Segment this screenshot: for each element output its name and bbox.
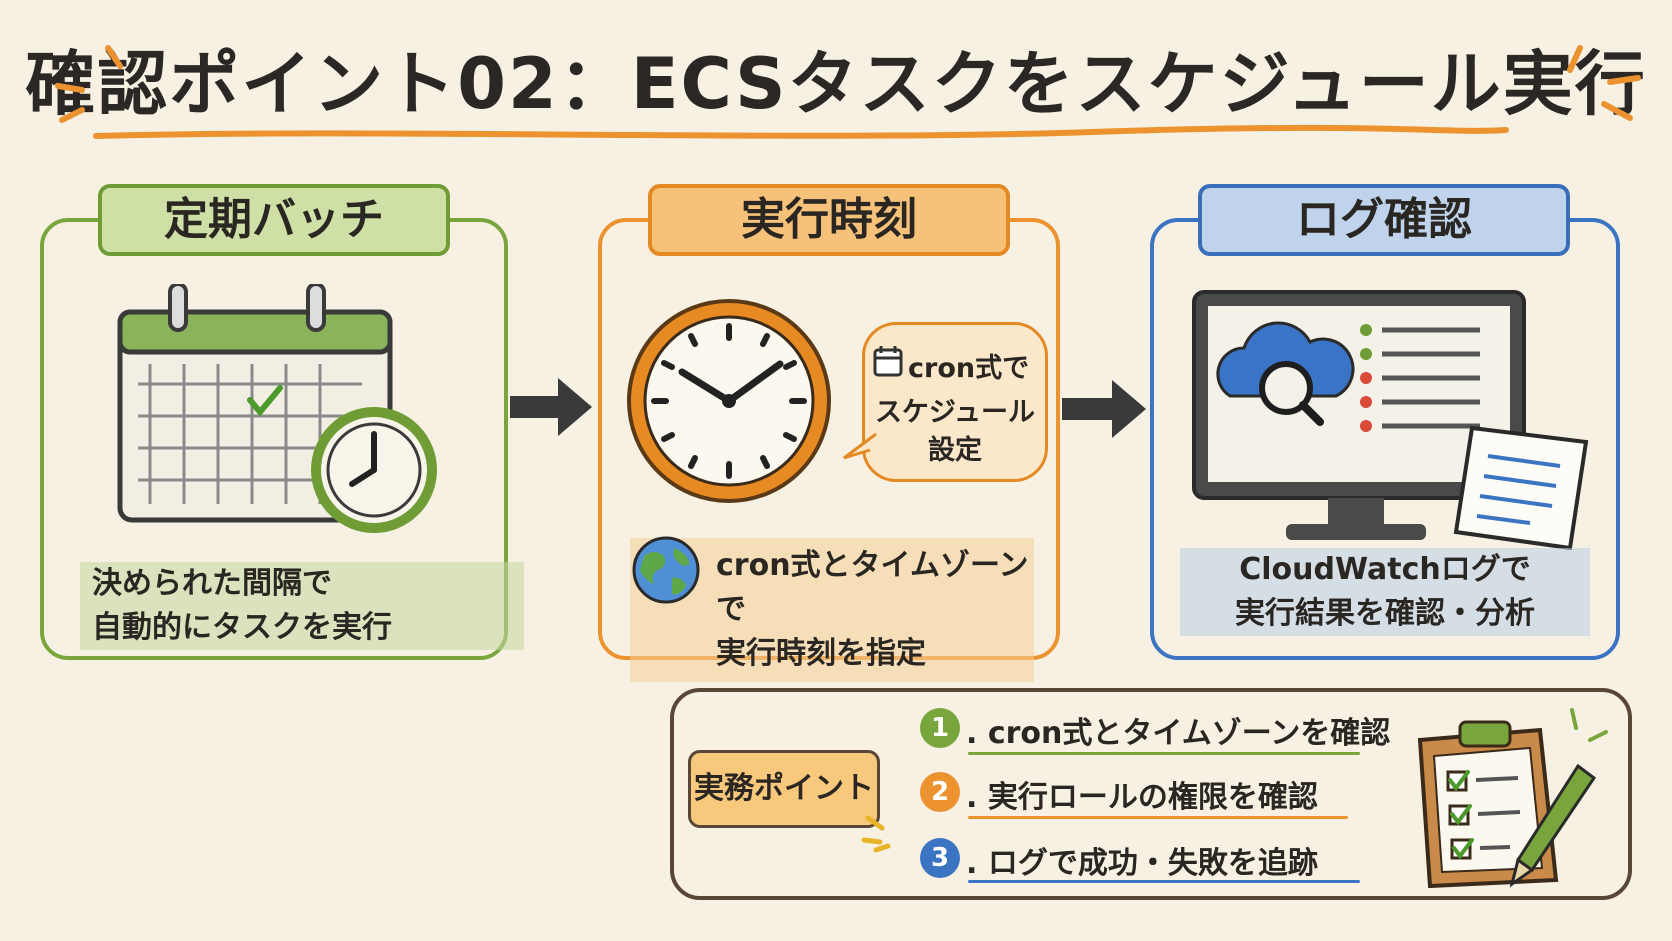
emphasis-marks-icon: [861, 815, 891, 853]
batch-panel-caption: 決められた間隔で 自動的にタスクを実行: [80, 562, 524, 650]
point-item: . 実行ロールの権限を確認: [966, 780, 1318, 815]
calendar-icon: [117, 284, 437, 533]
flow-arrow-icon: [510, 378, 592, 436]
sparkle-right-icon: [1567, 45, 1641, 121]
point-underline: [968, 880, 1360, 883]
check-icon: [247, 385, 283, 417]
point-item: . ログで成功・失敗を追跡: [966, 846, 1318, 881]
point-number-badge: 2: [920, 772, 960, 812]
bubble-line: スケジュール: [874, 397, 1036, 428]
point-number-badge: 3: [920, 838, 960, 878]
bubble-line: cron式で: [908, 353, 1030, 384]
point-underline: [968, 816, 1348, 819]
caption-line: 決められた間隔で: [92, 566, 332, 601]
calendar-icon: [873, 346, 903, 377]
flow-arrow-icon: [1062, 380, 1146, 438]
log-panel-title: ログ確認: [1198, 184, 1570, 256]
time-panel-title: 実行時刻: [648, 184, 1010, 256]
practical-points-box: [670, 688, 1632, 900]
practical-points-badge: 実務ポイント: [688, 750, 880, 828]
caption-line: cron式とタイムゾーンで: [716, 548, 1029, 627]
caption-line: 実行時刻を指定: [716, 636, 926, 671]
sparkle-left-icon: [55, 45, 123, 123]
point-number-badge: 1: [920, 708, 960, 748]
page-title: 確認ポイント02：ECSタスクをスケジュール実行: [25, 43, 1647, 125]
monitor-icon: [1192, 290, 1589, 550]
batch-panel-title: 定期バッチ: [98, 184, 450, 256]
pen-icon: [1509, 763, 1597, 888]
cron-speech-bubble: [862, 322, 1048, 482]
cloud-search-icon: [1216, 321, 1355, 426]
point-item: . cron式とタイムゾーンを確認: [966, 716, 1391, 751]
title-underline: [93, 124, 1509, 139]
bubble-tail: [843, 432, 877, 460]
caption-line: 実行結果を確認・分析: [1235, 596, 1535, 631]
caption-line: CloudWatchログで: [1239, 552, 1531, 587]
document-icon: [1453, 425, 1589, 550]
point-underline: [968, 752, 1360, 755]
clipboard-checklist-icon: [1417, 708, 1608, 889]
globe-icon: [632, 536, 700, 604]
log-panel-caption: CloudWatchログで 実行結果を確認・分析: [1180, 548, 1590, 636]
clock-icon: [627, 299, 831, 503]
bubble-line: 設定: [928, 435, 982, 466]
caption-line: 自動的にタスクを実行: [92, 610, 392, 645]
